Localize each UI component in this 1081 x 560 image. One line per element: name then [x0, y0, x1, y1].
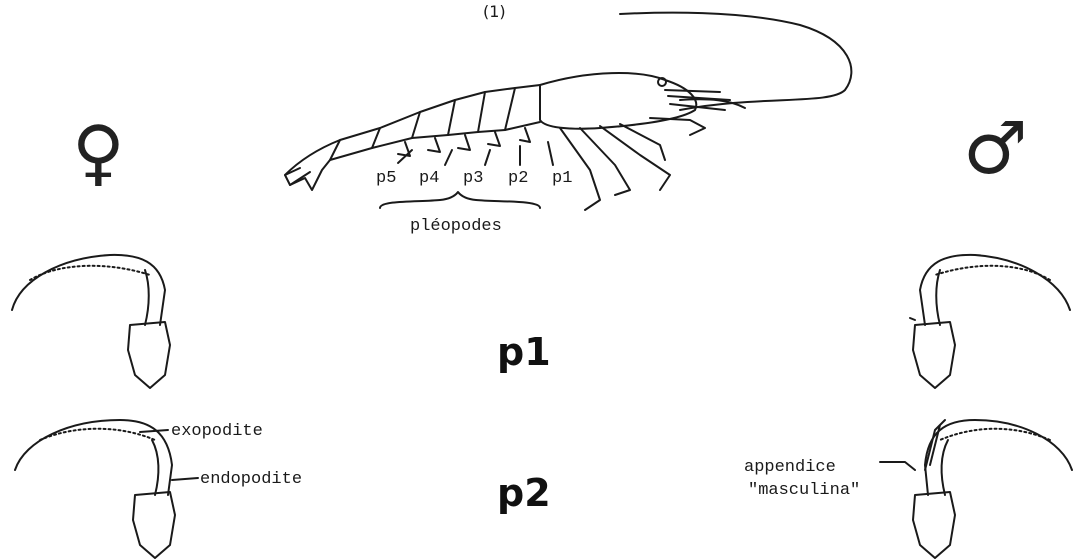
exopodite-label: exopodite: [171, 423, 263, 440]
male-symbol: ♂: [963, 112, 1028, 184]
figure-number: (1): [483, 4, 506, 20]
male-p2-drawing: [880, 420, 1072, 558]
row-label-p2: p2: [497, 474, 551, 512]
pleopod-label-p2: p2: [508, 170, 528, 187]
female-p1-drawing: [12, 255, 170, 388]
pleopod-label-p5: p5: [376, 170, 396, 187]
pleopod-label-p4: p4: [419, 170, 439, 187]
female-symbol: ♀: [72, 116, 125, 188]
row-label-p1: p1: [497, 333, 551, 371]
endopodite-label: endopodite: [200, 471, 302, 488]
pleopodes-label: pléopodes: [410, 218, 502, 235]
pleopod-label-p3: p3: [463, 170, 483, 187]
pleopod-label-p1: p1: [552, 170, 572, 187]
masculina-label: "masculina": [748, 482, 860, 499]
appendice-label: appendice: [744, 459, 836, 476]
male-p1-drawing: [910, 255, 1070, 388]
